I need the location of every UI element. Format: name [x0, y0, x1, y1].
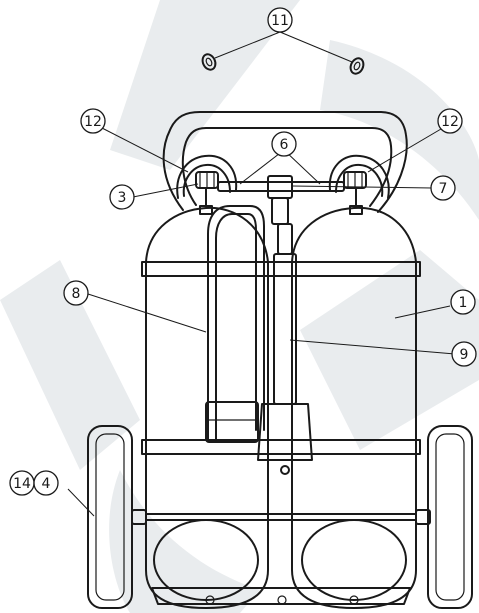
- trolley-handle: [162, 111, 408, 213]
- callout-11: 11: [267, 7, 293, 33]
- regulator-lance: [257, 223, 313, 475]
- callout-12-left: 12: [80, 108, 106, 134]
- callout-6: 6: [271, 131, 297, 157]
- svg-text:12: 12: [84, 114, 102, 130]
- callout-3: 3: [109, 184, 135, 210]
- callout-1: 1: [450, 289, 476, 315]
- svg-text:12: 12: [441, 114, 459, 130]
- callout-8: 8: [63, 280, 89, 306]
- callout-7: 7: [430, 175, 456, 201]
- retaining-bands: [141, 261, 421, 455]
- svg-text:6: 6: [280, 137, 289, 153]
- svg-text:8: 8: [72, 286, 81, 302]
- svg-text:1: 1: [459, 295, 468, 311]
- svg-text:7: 7: [439, 181, 448, 197]
- callout-9: 9: [451, 341, 477, 367]
- callout-14: 14: [9, 470, 35, 496]
- hose: [205, 205, 265, 443]
- callout-4: 4: [33, 470, 59, 496]
- svg-text:9: 9: [460, 347, 469, 363]
- valve-guards: [176, 154, 390, 199]
- svg-text:14: 14: [13, 476, 31, 492]
- callout-12-right: 12: [437, 108, 463, 134]
- svg-text:11: 11: [271, 13, 289, 29]
- svg-text:4: 4: [42, 476, 51, 492]
- manifold-pipe: [199, 175, 363, 225]
- o-rings-part: [201, 53, 365, 75]
- svg-text:3: 3: [118, 190, 127, 206]
- leader-lines: [67, 31, 456, 517]
- base-plate: [151, 587, 411, 605]
- wheels: [87, 425, 473, 609]
